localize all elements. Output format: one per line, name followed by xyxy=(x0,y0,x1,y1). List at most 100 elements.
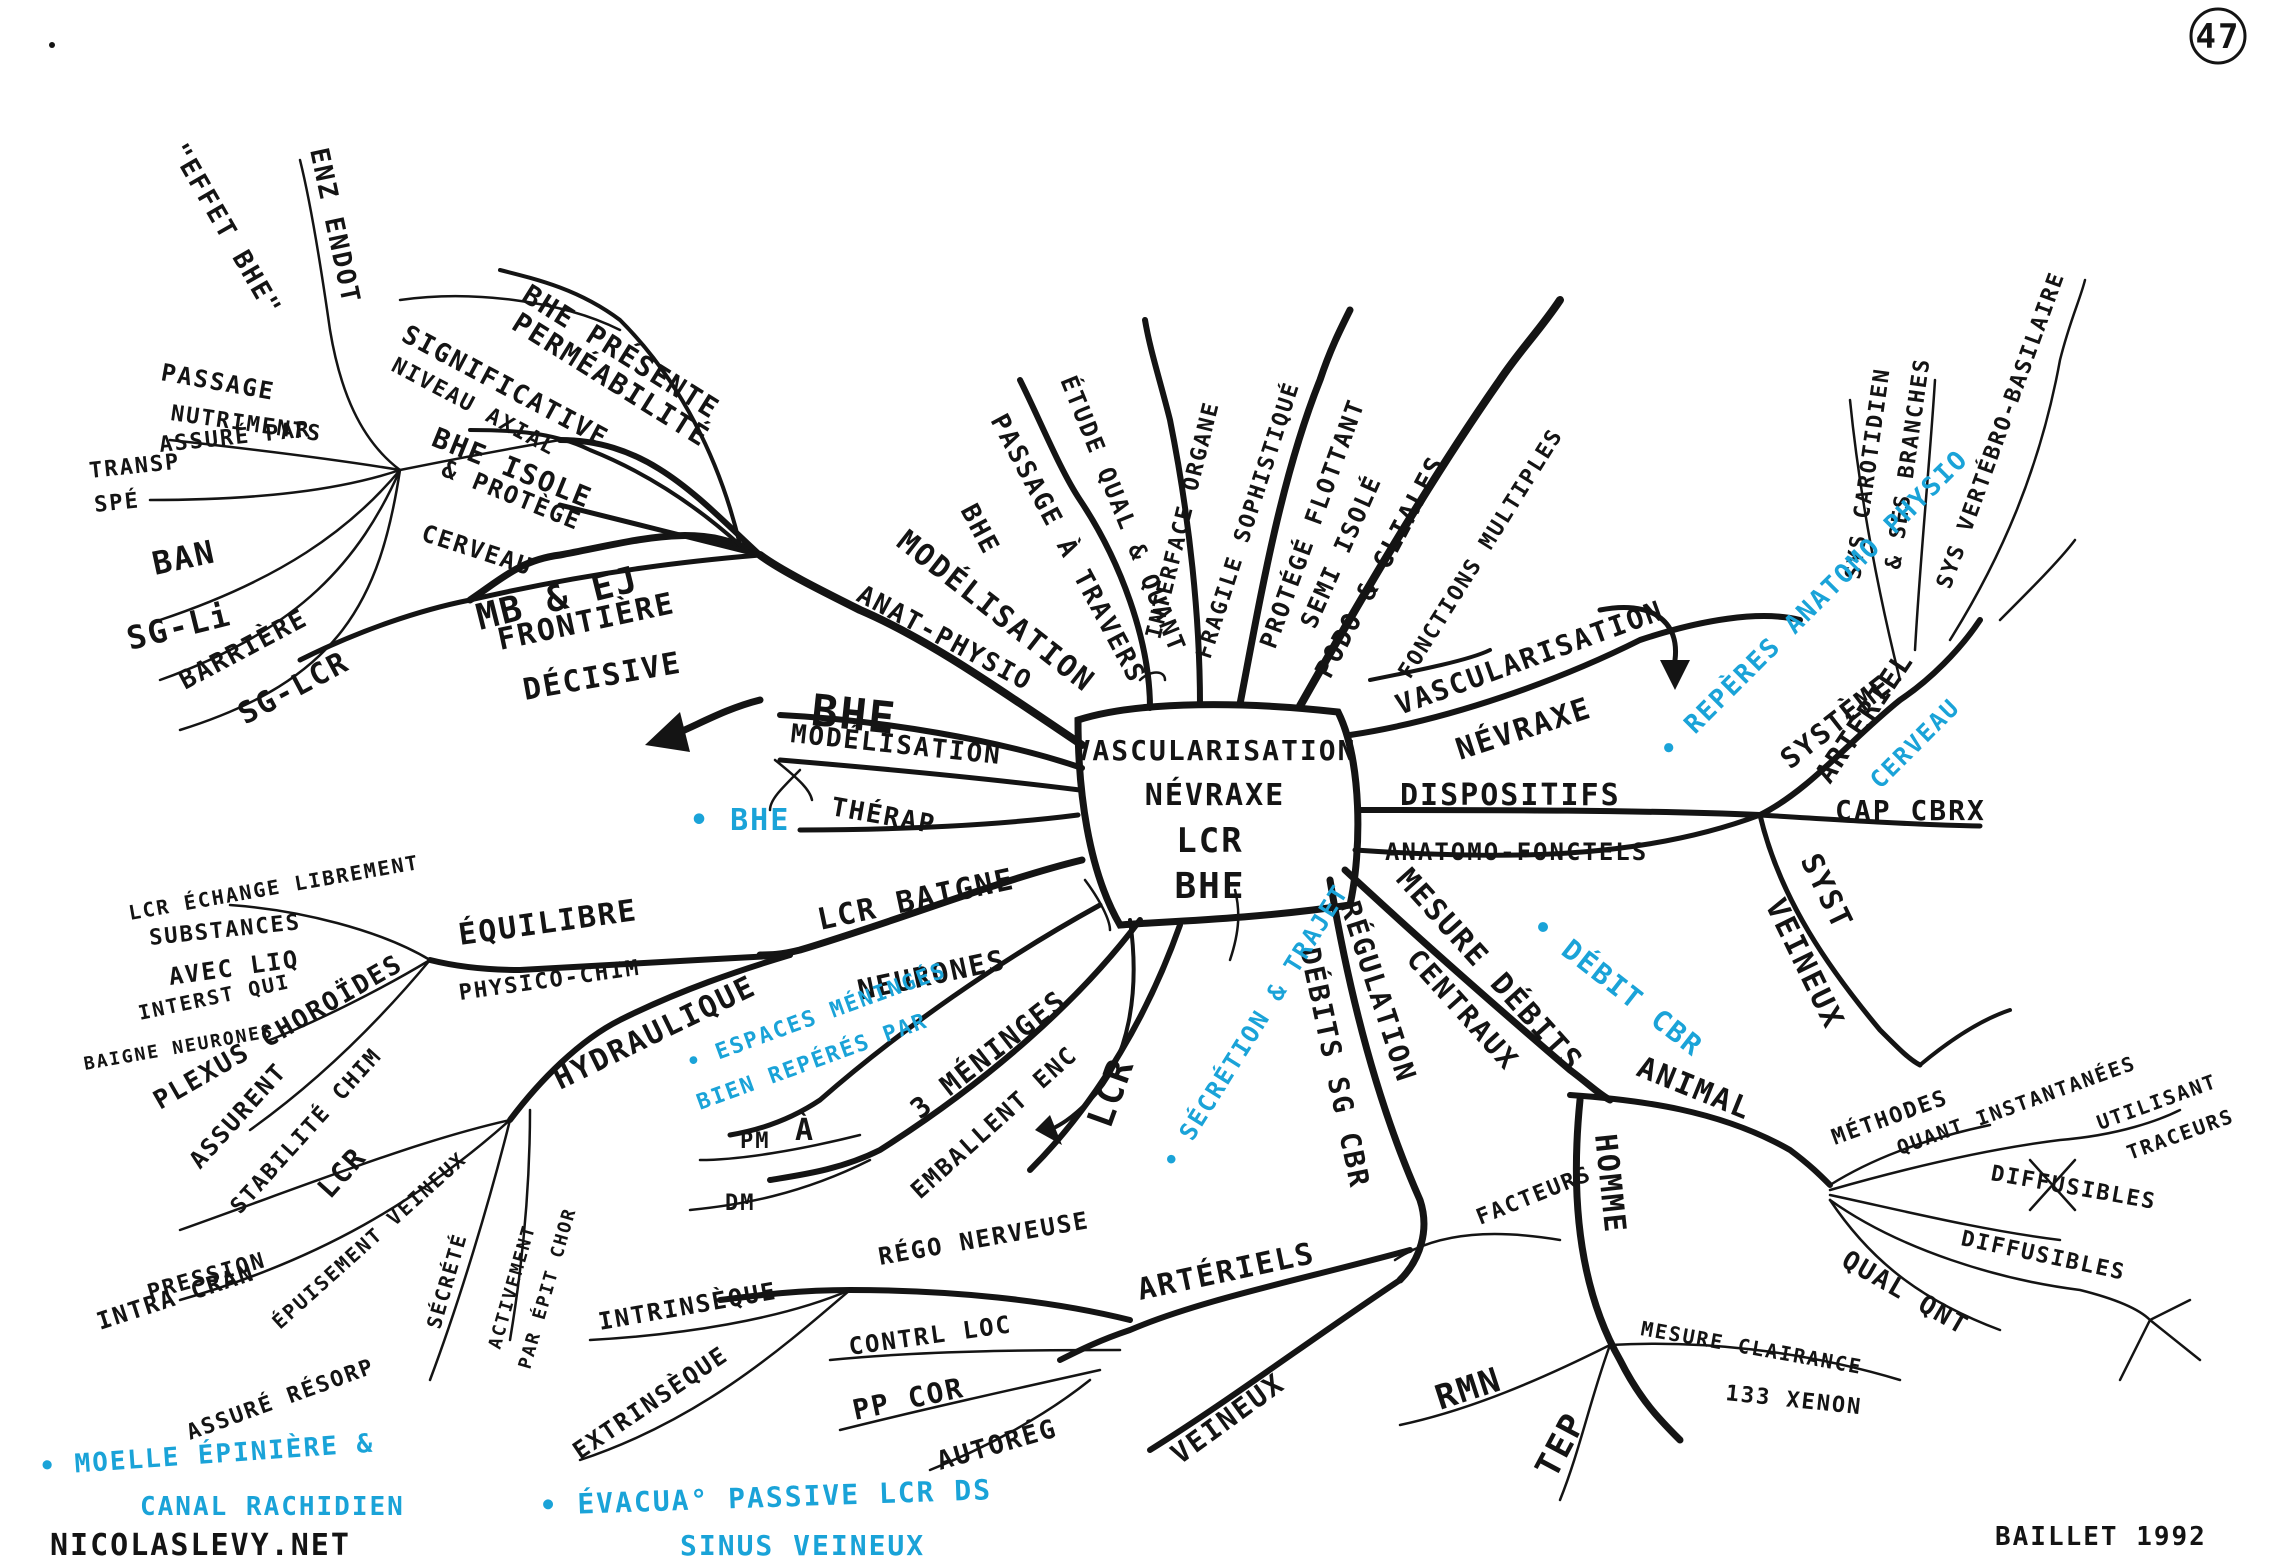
branch-carotidien-2 xyxy=(1913,378,1937,652)
branch-etude xyxy=(1017,377,1153,711)
branch-significative xyxy=(398,295,622,332)
branch-enz xyxy=(298,158,402,472)
xenon-label: 133 XENON xyxy=(1724,1381,1863,1420)
branch-cap xyxy=(1757,812,1983,829)
branch-homme xyxy=(1572,1096,1684,1444)
branch-bhe-join xyxy=(398,438,562,472)
branch-passage xyxy=(168,438,402,472)
arrow-right-curve xyxy=(1597,604,1679,663)
branch-anatomo xyxy=(1352,812,1763,858)
branch-protege xyxy=(1236,306,1354,708)
branch-carotidien xyxy=(1848,398,1902,682)
ban-label: BAN xyxy=(149,532,219,582)
lcr-label: LCR xyxy=(311,1141,373,1205)
branch-clairance xyxy=(1608,1342,1902,1382)
branch-epuisement xyxy=(428,1118,512,1382)
branch-mesure xyxy=(1341,866,1614,1104)
branch-pm xyxy=(698,1133,862,1162)
branch-equilibre xyxy=(427,952,793,973)
branch-autoreg xyxy=(928,1378,1092,1472)
cross-out-mark xyxy=(2028,1158,2077,1212)
intrinseque-label: INTRINSÈQUE xyxy=(596,1276,779,1336)
equilibre-label: ÉQUILIBRE xyxy=(456,892,640,953)
blue-canal-note: CANAL RACHIDIEN xyxy=(140,1492,405,1522)
branch-mb-ej xyxy=(467,552,763,603)
lcr-baigne-label: LCR BAIGNE xyxy=(814,862,1018,938)
branch-dispositifs xyxy=(1355,807,1763,818)
veineux-reg-label: VEINEUX xyxy=(1165,1366,1291,1470)
arrow-lcr-down-head xyxy=(1035,1115,1062,1145)
branch-contrl xyxy=(828,1348,1122,1362)
animal-label: ANIMAL xyxy=(1632,1050,1757,1128)
branch-interface xyxy=(1142,317,1203,708)
tep-label: TEP xyxy=(1528,1406,1595,1484)
dispositifs-label: DISPOSITIFS xyxy=(1400,778,1621,813)
branch-vertebro-2 xyxy=(1998,538,2077,622)
upper-branch-labels: INTERFACE ORGANE FRAGILE SOPHISTIQUÉ PRO… xyxy=(1142,378,1569,683)
arrow-center-bottom xyxy=(1228,888,1240,962)
decisive-label: DÉCISIVE xyxy=(520,645,684,708)
bhe-main-label: BHE xyxy=(809,685,899,745)
branch-ban xyxy=(158,468,402,622)
branch-intrinseque xyxy=(588,1288,852,1342)
branch-systeme xyxy=(1757,617,1983,818)
page-number: 47 xyxy=(2196,17,2241,57)
branch-emballent xyxy=(767,917,1143,1183)
cap-cbrx-label: CAP CBRX xyxy=(1835,794,1986,827)
branch-sg-lcr xyxy=(178,468,402,732)
branch-veineux-reg xyxy=(1147,1277,1403,1453)
branch-veineux-end xyxy=(1918,1008,2012,1067)
branch-plexus xyxy=(248,958,432,1132)
arrow-bhe-left-head xyxy=(645,712,690,752)
branch-secrete xyxy=(508,1108,532,1342)
diffusibles-label: DIFFUSIBLES xyxy=(1959,1226,2128,1285)
branch-avec-liq xyxy=(268,958,432,1042)
blue-evacua-note: • ÉVACUA° PASSIVE LCR DS xyxy=(539,1472,992,1522)
rego-nerveuse-label: RÉGO NERVEUSE xyxy=(876,1205,1092,1271)
blue-sinus-note: SINUS VEINEUX xyxy=(680,1529,925,1561)
nevraxe-label: NÉVRAXE xyxy=(1451,690,1596,768)
main-branches xyxy=(148,158,2202,1502)
branch-diffusibles-2 xyxy=(1828,1198,2152,1322)
branch-rmn xyxy=(1398,1343,1612,1427)
website-credit: NICOLASLEVY.NET xyxy=(50,1528,351,1561)
branch-syst-veineux xyxy=(1757,812,1923,1068)
branch-quant xyxy=(1828,1108,2182,1192)
transp-label: TRANSP xyxy=(88,450,182,484)
branch-ppcor xyxy=(838,1368,1102,1432)
therap-label: THÉRAP xyxy=(829,790,939,840)
center-title-line3: LCR xyxy=(1176,821,1243,861)
branch-therap xyxy=(797,812,1081,833)
spe-label: SPÉ xyxy=(93,487,141,518)
branch-tep xyxy=(1558,1343,1612,1502)
branch-bhe-label xyxy=(777,712,1085,771)
passage-label: PASSAGE xyxy=(159,358,277,406)
author-credit: BAILLET 1992 xyxy=(1995,1522,2207,1552)
intra-cran-label: INTRA CRAN xyxy=(93,1258,258,1335)
ink-dot xyxy=(49,42,55,48)
branch-modelisation xyxy=(777,757,1083,793)
dm-label: DM xyxy=(725,1191,756,1216)
a-label: À xyxy=(795,1112,815,1148)
branch-vascularisation xyxy=(1347,613,1803,738)
pp-cor-label: PP COR xyxy=(850,1371,968,1427)
branch-intra-cran xyxy=(178,1118,512,1302)
mesure-clairance-label: MESURE CLAIRANCE xyxy=(1639,1316,1864,1379)
pm-label: PM xyxy=(740,1129,771,1154)
arrow-lcr-down xyxy=(1048,918,1136,1132)
branch-sg-li xyxy=(158,468,402,682)
cerveau-label: CERVEAU xyxy=(418,519,536,581)
branch-permeabilite xyxy=(498,268,742,547)
extrinseque-label: EXTRINSÈQUE xyxy=(567,1340,733,1465)
bhe-branch-labels: BHE FRONTIÈRE DÉCISIVE MB & EJ CERVEAU B… xyxy=(88,139,1192,841)
branch-hydraulique xyxy=(507,952,793,1123)
rmn-label: RMN xyxy=(1430,1360,1506,1419)
arrow-modelisation xyxy=(773,758,814,802)
effet-bhe-label: "EFFET BHE" xyxy=(164,139,287,322)
anatomo-label: ANATOMO-FONCTELS xyxy=(1385,838,1648,866)
center-title-line1: VASCULARISATION xyxy=(1074,734,1357,767)
branch-upper-left xyxy=(756,551,1086,749)
branch-methodes xyxy=(1828,1123,1992,1187)
